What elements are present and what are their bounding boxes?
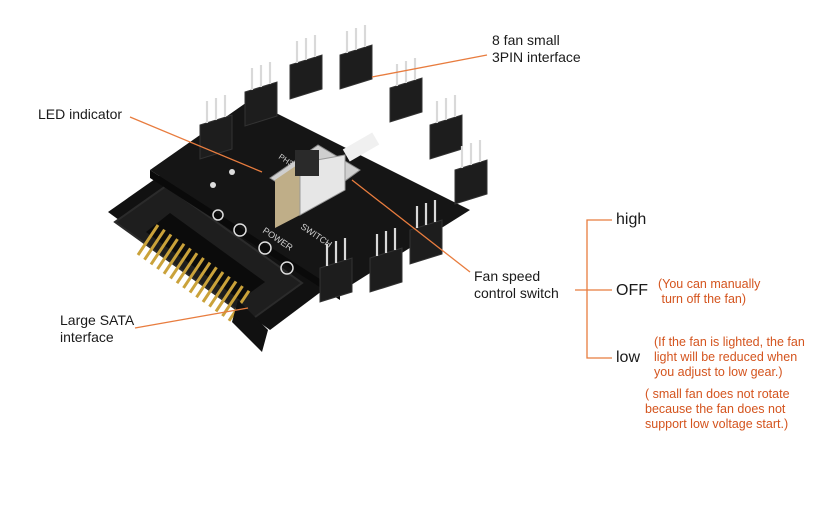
leader-switch xyxy=(351,179,471,273)
fan-connector xyxy=(339,25,373,90)
fan-connector xyxy=(369,228,403,293)
label-sata-interface: Large SATA interface xyxy=(60,312,135,345)
sata-gold-pin xyxy=(143,228,166,261)
sata-gold-pin xyxy=(156,238,179,270)
sata-gold-pin xyxy=(188,261,212,294)
switch-position-low: low xyxy=(616,349,641,366)
fan-connector xyxy=(199,95,233,160)
note-low-1: (If the fan is lighted, the fan light wi… xyxy=(654,335,805,379)
leader-lines xyxy=(129,54,612,359)
sata-gold-pin xyxy=(149,233,173,266)
fan-connector xyxy=(454,140,488,205)
sata-gold-pin xyxy=(214,280,238,313)
fan-connectors xyxy=(199,25,488,303)
leader-led xyxy=(129,116,263,173)
sata-gold-pin xyxy=(136,224,160,256)
switch-bracket-vertical xyxy=(586,219,612,359)
fan-connector xyxy=(319,238,353,303)
sata-gold-pin xyxy=(221,285,244,317)
leader-sata xyxy=(134,307,249,329)
note-low-2: ( small fan does not rotate because the … xyxy=(645,387,790,431)
leader-fan-interface xyxy=(371,54,488,78)
sata-gold-pin xyxy=(182,257,205,289)
label-led-indicator: LED indicator xyxy=(38,106,123,122)
switch-position-off: OFF xyxy=(616,282,648,299)
note-off: (You can manually turn off the fan) xyxy=(658,277,761,306)
led-pads xyxy=(210,169,294,275)
fan-connector xyxy=(289,35,323,100)
fan-connector xyxy=(389,58,423,123)
sata-gold-pin xyxy=(208,275,231,308)
fan-connector xyxy=(244,62,278,127)
fan-connector xyxy=(429,95,463,160)
sata-gold-pin xyxy=(201,271,225,303)
sata-gold-pin xyxy=(175,252,199,285)
sata-gold-pin xyxy=(195,266,218,299)
label-fan-interface: 8 fan small 3PIN interface xyxy=(492,32,581,65)
sata-gold-pin xyxy=(162,242,186,275)
sata-gold-pin xyxy=(169,247,192,280)
switch-position-high: high xyxy=(616,211,647,228)
label-speed-switch: Fan speed control switch xyxy=(474,268,559,301)
sata-connector xyxy=(108,172,330,352)
speed-switch xyxy=(269,132,380,228)
